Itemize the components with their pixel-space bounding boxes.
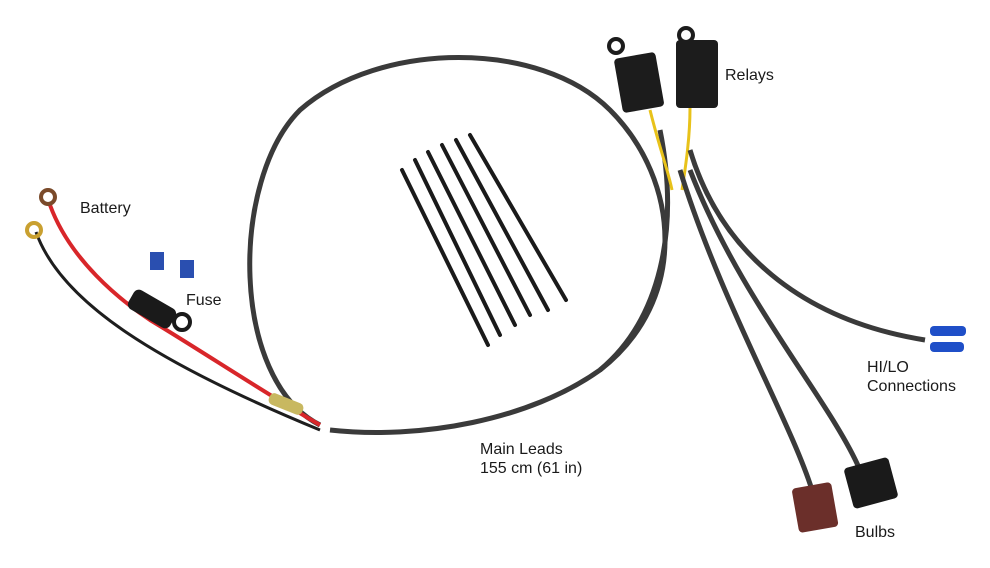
fuse-label: Fuse — [186, 292, 222, 309]
fuse-holder-loop — [172, 312, 192, 332]
fuse-icon — [150, 252, 164, 270]
main-leads-label-line2: 155 cm (61 in) — [480, 460, 583, 477]
bulb-lead — [677, 169, 815, 491]
relays-label: Relays — [725, 67, 774, 84]
hilo-connector — [930, 326, 966, 336]
inline-splice — [268, 393, 304, 415]
zip-ties — [400, 133, 568, 347]
fuse-icon — [180, 260, 194, 278]
hilo-label-line1: HI/LO — [867, 359, 909, 376]
bulb-lead — [687, 169, 863, 471]
bulbs-label: Bulbs — [855, 524, 896, 541]
battery-ring-terminal — [39, 188, 57, 206]
fuse-holder — [127, 289, 177, 329]
relay — [614, 52, 664, 113]
hilo-label-line2: Connections — [867, 378, 956, 395]
black-wire — [34, 231, 321, 432]
battery-label: Battery — [80, 200, 131, 217]
main-leads-label-line1: Main Leads — [480, 441, 563, 458]
main-lead-to-relays — [598, 129, 670, 372]
main-lead-loop — [247, 55, 668, 435]
hilo-connector — [930, 342, 964, 352]
hilo-lead — [687, 149, 926, 343]
relay — [676, 40, 718, 108]
bulb-connector — [844, 457, 898, 509]
bulb-connector — [792, 482, 839, 533]
battery-ring-terminal — [25, 221, 43, 239]
